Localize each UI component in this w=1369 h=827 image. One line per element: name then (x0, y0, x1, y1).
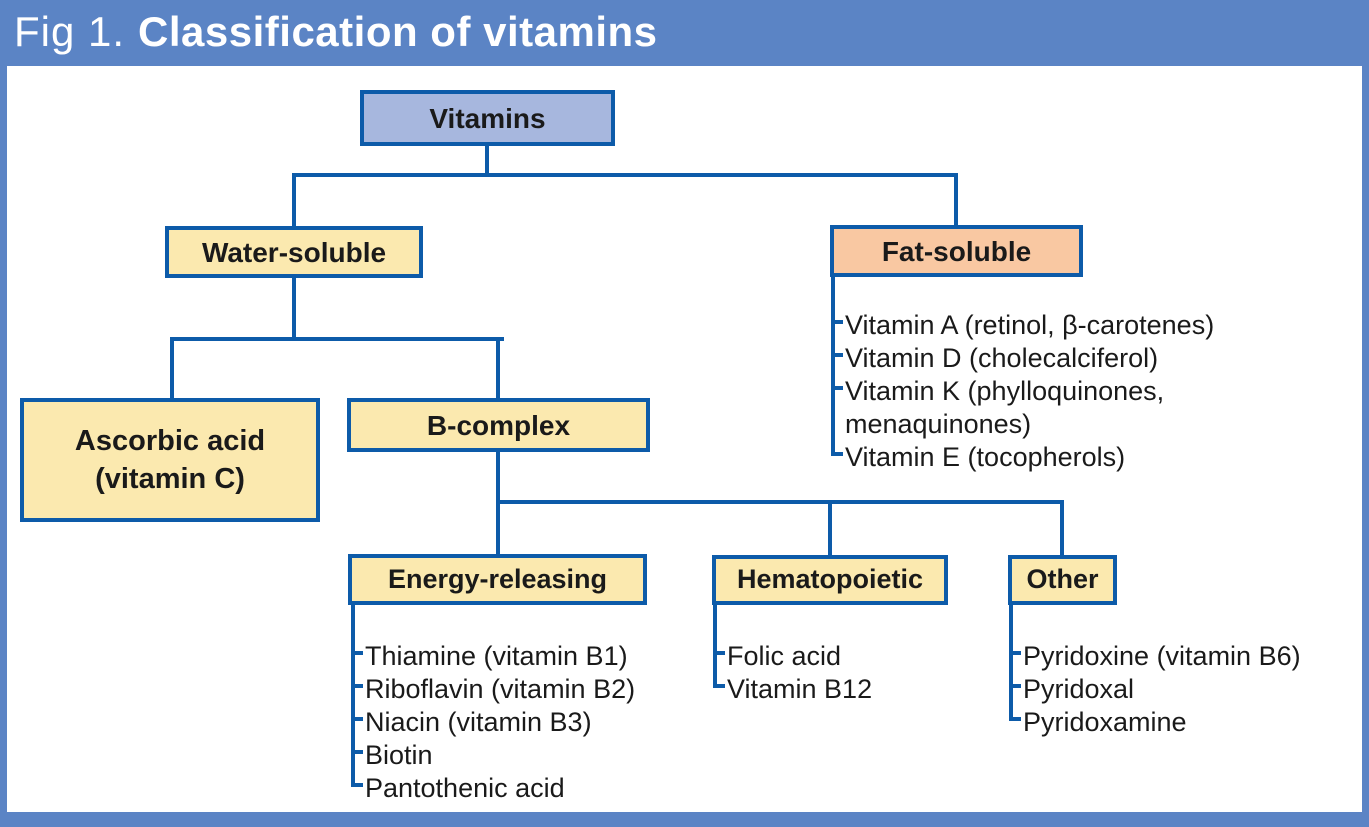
list-item: Pyridoxine (vitamin B6) (1009, 640, 1349, 673)
figure-header: Fig 1. Classification of vitamins (14, 0, 658, 64)
other-list-stem (1009, 605, 1013, 721)
list-item: Biotin (351, 739, 681, 772)
fat-soluble-list: Vitamin A (retinol, β-carotenes)Vitamin … (831, 277, 1301, 474)
node-vitamins-label: Vitamins (429, 102, 546, 134)
connector-ascorbic-up (170, 341, 174, 398)
list-item: Vitamin E (tocopherols) (831, 441, 1301, 474)
node-ascorbic-acid-label-line2: (vitamin C) (95, 463, 245, 495)
list-item: Pyridoxal (1009, 673, 1349, 706)
list-item: Niacin (vitamin B3) (351, 706, 681, 739)
connector-level1-horizontal (292, 173, 958, 177)
connector-level2-horizontal (170, 337, 504, 341)
node-other: Other (1008, 555, 1117, 605)
node-ascorbic-acid: Ascorbic acid (vitamin C) (20, 398, 320, 522)
list-item: Pyridoxamine (1009, 706, 1349, 739)
connector-root-drop (485, 145, 489, 177)
node-water-soluble: Water-soluble (165, 226, 423, 278)
node-hematopoietic-label: Hematopoietic (736, 564, 924, 595)
node-ascorbic-acid-label-line1: Ascorbic acid (74, 425, 266, 457)
connector-water-soluble-up (292, 177, 296, 226)
connector-hematopoietic-up (828, 504, 832, 555)
node-hematopoietic: Hematopoietic (712, 555, 948, 605)
node-fat-soluble: Fat-soluble (830, 225, 1083, 277)
fat-soluble-list-stem (831, 277, 835, 454)
node-water-soluble-label: Water-soluble (201, 236, 387, 268)
fat-soluble-list-items: Vitamin A (retinol, β-carotenes)Vitamin … (831, 309, 1301, 474)
list-item: Riboflavin (vitamin B2) (351, 673, 681, 706)
connector-other-up (1060, 504, 1064, 555)
energy-releasing-list: Thiamine (vitamin B1)Riboflavin (vitamin… (351, 605, 681, 805)
figure-number-label: Fig 1. (14, 8, 126, 55)
hematopoietic-list-stem (713, 605, 717, 688)
node-vitamins: Vitamins (360, 90, 615, 146)
connector-level3-horizontal (496, 500, 1064, 504)
list-item: Vitamin A (retinol, β-carotenes) (831, 309, 1301, 342)
energy-releasing-list-items: Thiamine (vitamin B1)Riboflavin (vitamin… (351, 640, 681, 805)
list-item: Pantothenic acid (351, 772, 681, 805)
node-energy-releasing: Energy-releasing (348, 554, 647, 605)
list-item: Vitamin K (phylloquinones, menaquinones) (831, 375, 1301, 441)
node-energy-releasing-label: Energy-releasing (387, 563, 608, 594)
node-b-complex: B-complex (347, 398, 650, 452)
connector-fat-soluble-up (954, 177, 958, 225)
figure-title: Classification of vitamins (138, 8, 658, 55)
list-item: Vitamin D (cholecalciferol) (831, 342, 1301, 375)
list-item: Folic acid (713, 640, 973, 673)
list-item: Thiamine (vitamin B1) (351, 640, 681, 673)
energy-releasing-list-stem (351, 605, 355, 787)
list-item: Vitamin B12 (713, 673, 973, 706)
connector-water-soluble-drop (292, 278, 296, 337)
node-fat-soluble-label: Fat-soluble (881, 235, 1032, 267)
connector-bcomplex-up (496, 341, 500, 398)
node-other-label: Other (1026, 564, 1099, 595)
node-b-complex-label: B-complex (426, 409, 571, 441)
